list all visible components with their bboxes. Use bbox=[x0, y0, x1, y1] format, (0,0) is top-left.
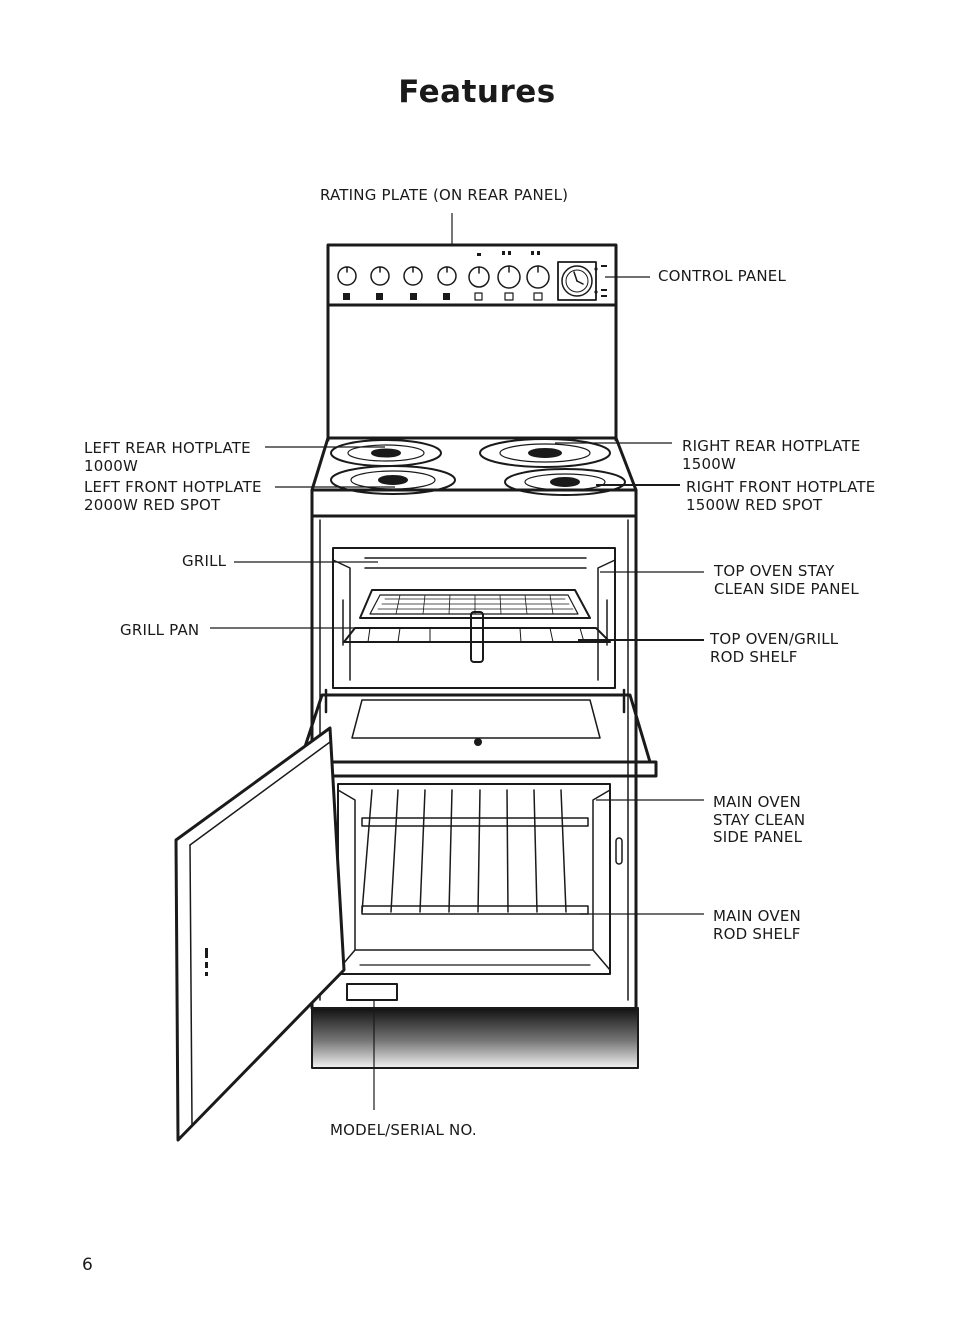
label-grill: GRILL bbox=[182, 552, 227, 570]
label-model-serial: MODEL/SERIAL NO. bbox=[330, 1121, 477, 1139]
label-left-front-hotplate: LEFT FRONT HOTPLATE 2000W RED SPOT bbox=[84, 478, 262, 514]
label-control-panel: CONTROL PANEL bbox=[658, 267, 787, 285]
label-rating-plate: RATING PLATE (ON REAR PANEL) bbox=[320, 186, 569, 204]
label-top-oven-stay-clean: TOP OVEN STAY CLEAN SIDE PANEL bbox=[714, 562, 859, 598]
label-right-rear-hotplate: RIGHT REAR HOTPLATE 1500W bbox=[682, 437, 861, 473]
main-oven-door bbox=[174, 726, 346, 1142]
label-left-rear-hotplate: LEFT REAR HOTPLATE 1000W bbox=[84, 439, 251, 475]
label-main-oven-shelf: MAIN OVEN ROD SHELF bbox=[713, 907, 801, 943]
page-title: Features bbox=[398, 74, 556, 110]
control-panel bbox=[326, 243, 618, 442]
knob-icon bbox=[337, 265, 550, 289]
top-oven-door bbox=[298, 688, 658, 778]
main-oven bbox=[337, 783, 623, 975]
page-number: 6 bbox=[82, 1255, 93, 1275]
plinth bbox=[311, 1007, 639, 1069]
leader-lines bbox=[210, 213, 704, 1110]
label-top-oven-grill-shelf: TOP OVEN/GRILL ROD SHELF bbox=[710, 630, 839, 666]
hotplate-icon bbox=[330, 438, 626, 496]
clock-icon bbox=[557, 261, 597, 301]
label-right-front-hotplate: RIGHT FRONT HOTPLATE 1500W RED SPOT bbox=[686, 478, 876, 514]
serial-plate bbox=[346, 983, 398, 1001]
label-main-oven-stay-clean: MAIN OVEN STAY CLEAN SIDE PANEL bbox=[713, 793, 806, 846]
hob bbox=[310, 436, 638, 518]
top-oven bbox=[332, 547, 616, 689]
label-grill-pan: GRILL PAN bbox=[120, 621, 200, 639]
